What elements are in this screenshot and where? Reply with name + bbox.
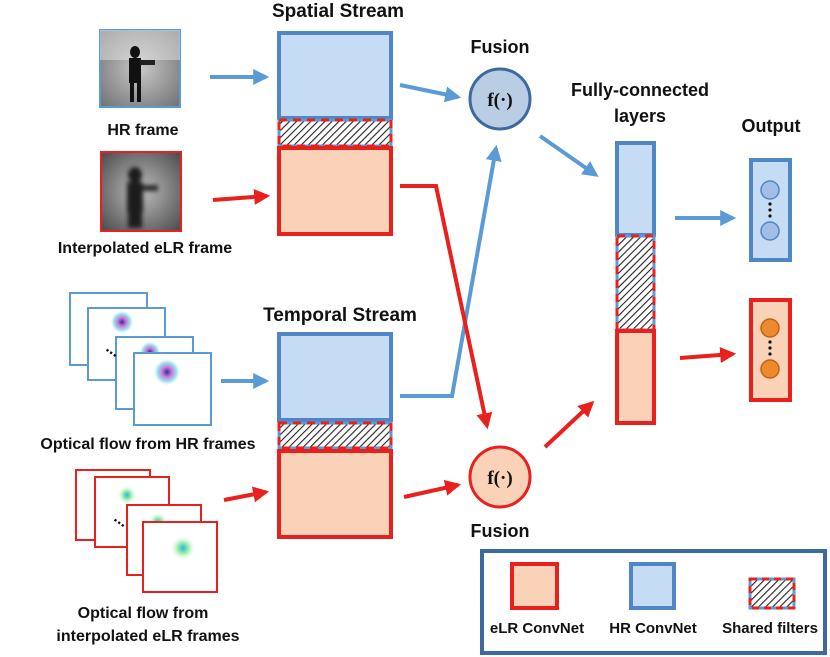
fc-layers-block bbox=[615, 141, 656, 425]
fc-elr-segment bbox=[615, 329, 656, 425]
optical-flow-elr-label-line1: Optical flow from bbox=[78, 605, 209, 622]
optical-flow-elr-label-line2: interpolated eLR frames bbox=[56, 628, 239, 645]
elr-frame-image bbox=[100, 151, 182, 232]
spatial-elr-convnet bbox=[277, 146, 393, 236]
optical-flow-hr-label: Optical flow from HR frames bbox=[40, 436, 255, 453]
output-title: Output bbox=[742, 116, 801, 136]
elr-frame-label: Interpolated eLR frame bbox=[58, 240, 232, 257]
optical-flow-elr-stack: ... bbox=[75, 469, 218, 593]
fusion-node-hr: f(·) bbox=[468, 67, 532, 131]
temporal-stream-title: Temporal Stream bbox=[263, 305, 417, 326]
hr-frame-image bbox=[99, 29, 181, 108]
fusion-title-bottom: Fusion bbox=[471, 521, 530, 541]
fusion-symbol-elr: f(·) bbox=[487, 468, 512, 489]
arrow-temporal-hr-to-fusion bbox=[400, 144, 502, 398]
legend-hr-label: HR ConvNet bbox=[609, 620, 697, 637]
legend-shared-swatch bbox=[750, 579, 794, 608]
temporal-shared-filters bbox=[279, 423, 391, 448]
fc-hr-segment bbox=[615, 141, 656, 237]
spatial-hr-convnet bbox=[277, 31, 393, 120]
arrow-spatial-hr-to-fusion bbox=[399, 83, 462, 103]
output-hr-node-top bbox=[760, 180, 780, 200]
output-hr-node-bottom bbox=[760, 221, 780, 241]
arrow-fc-to-output-elr bbox=[679, 346, 737, 363]
legend-hr-swatch bbox=[629, 562, 676, 610]
temporal-hr-convnet bbox=[277, 332, 393, 422]
fusion-symbol-hr: f(·) bbox=[487, 90, 512, 111]
legend-elr-label: eLR ConvNet bbox=[490, 620, 584, 637]
hr-frame-label: HR frame bbox=[107, 122, 178, 139]
fc-layers-title-line2: layers bbox=[614, 106, 666, 126]
output-hr bbox=[749, 158, 792, 262]
spatial-stream-block bbox=[277, 31, 393, 236]
arrow-temporal-elr-to-fusion bbox=[403, 479, 462, 499]
arrow-elr-frame-to-spatial bbox=[212, 188, 271, 205]
arrow-fusion-hr-to-fc bbox=[538, 134, 599, 177]
temporal-stream-block bbox=[277, 332, 393, 539]
fc-shared-segment bbox=[617, 236, 654, 330]
legend-shared-label: Shared filters bbox=[722, 620, 818, 637]
legend: eLR ConvNet HR ConvNet Shared filters bbox=[480, 549, 827, 655]
output-elr-node-top bbox=[760, 318, 780, 338]
temporal-elr-convnet bbox=[277, 449, 393, 539]
fc-layers-title-line1: Fully-connected bbox=[571, 80, 709, 100]
arrow-spatial-elr-to-fusion bbox=[400, 184, 493, 430]
fusion-title-top: Fusion bbox=[471, 37, 530, 57]
arrow-fusion-elr-to-fc bbox=[543, 400, 595, 449]
fusion-node-elr: f(·) bbox=[468, 445, 532, 509]
spatial-shared-filters bbox=[279, 120, 391, 146]
optical-flow-hr-stack: ... bbox=[69, 292, 212, 426]
output-elr-node-bottom bbox=[760, 359, 780, 379]
arrows bbox=[210, 69, 737, 503]
legend-elr-swatch bbox=[510, 562, 559, 610]
spatial-stream-title: Spatial Stream bbox=[272, 1, 404, 22]
arrow-flow-elr-to-temporal bbox=[223, 486, 270, 503]
output-elr bbox=[749, 298, 792, 402]
